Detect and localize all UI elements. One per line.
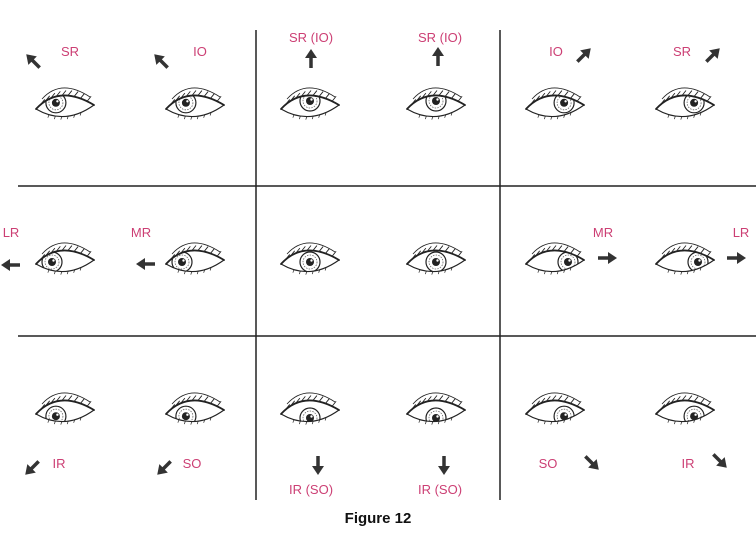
eye-r0c0-0	[35, 87, 95, 120]
gaze-arrow-r1c2-1	[727, 252, 746, 264]
muscle-label: SO	[182, 456, 202, 471]
eye-r1c1-0-iris	[299, 251, 321, 272]
eye-r2c0-1	[165, 392, 225, 425]
eye-r0c2-0	[525, 87, 585, 120]
muscle-label: IO	[549, 44, 563, 59]
eye-r2c2-1-iris	[683, 405, 705, 422]
eye-r1c0-0	[35, 242, 95, 275]
muscle-label: SR	[672, 44, 692, 59]
eye-r2c1-0	[280, 392, 340, 425]
eye-r1c2-0	[525, 242, 585, 275]
muscle-label: LR	[732, 225, 750, 240]
muscle-label: IR	[681, 456, 695, 471]
muscle-label: IR	[52, 456, 66, 471]
eye-r1c2-1	[655, 242, 715, 275]
eye-r0c1-0	[280, 87, 340, 120]
gaze-arrow-r1c0-1	[136, 258, 155, 270]
muscle-label: SR (IO)	[417, 30, 463, 45]
eye-r1c1-1-iris	[425, 251, 447, 272]
eye-r0c2-1	[655, 87, 715, 120]
eye-r1c1-1	[406, 242, 466, 275]
eye-r0c1-1	[406, 87, 466, 120]
gaze-arrow-r0c2-0	[576, 48, 591, 63]
eye-r2c2-0	[525, 392, 585, 425]
eye-r2c0-0-iris	[45, 405, 67, 422]
muscle-label: SR (IO)	[288, 30, 334, 45]
arrows-layer	[1, 47, 746, 475]
muscle-label: SR	[60, 44, 80, 59]
eye-r1c0-1-iris	[171, 251, 193, 272]
grid-lines	[18, 30, 756, 500]
eye-r2c1-1	[406, 392, 466, 425]
gaze-arrow-r0c0-0	[26, 54, 41, 69]
muscle-label: MR	[592, 225, 614, 240]
gaze-arrow-r2c0-0	[25, 460, 40, 475]
muscle-label: IR (SO)	[288, 482, 334, 497]
eyes-layer	[35, 87, 715, 425]
eye-r2c1-0-iris	[299, 407, 321, 422]
gaze-arrow-r1c2-0	[598, 252, 617, 264]
eye-r2c1-1-iris	[425, 407, 447, 422]
gaze-arrow-r0c0-1	[154, 54, 169, 69]
figure-caption: Figure 12	[344, 510, 412, 527]
gaze-arrow-r0c2-1	[705, 48, 720, 63]
eye-r2c2-1	[655, 392, 715, 425]
eye-r1c1-0	[280, 242, 340, 275]
eye-r2c0-1-iris	[175, 405, 197, 422]
muscle-label: IO	[193, 44, 207, 59]
gaze-arrow-r0c1-0	[305, 49, 317, 68]
gaze-arrow-r2c1-1	[438, 456, 450, 475]
eye-r0c0-1	[165, 87, 225, 120]
gaze-arrow-r2c0-1	[157, 460, 172, 475]
muscle-label: SO	[538, 456, 558, 471]
muscle-label: MR	[130, 225, 152, 240]
gaze-arrow-r0c1-1	[432, 47, 444, 66]
gaze-arrow-r2c2-0	[584, 455, 599, 470]
gaze-arrow-r2c2-1	[712, 453, 727, 468]
eye-r2c2-0-iris	[553, 405, 575, 422]
muscle-label: IR (SO)	[417, 482, 463, 497]
eye-r1c0-0-iris	[41, 251, 63, 272]
eye-r2c0-0	[35, 392, 95, 425]
gaze-arrow-r2c1-0	[312, 456, 324, 475]
eye-r1c0-1	[165, 242, 225, 275]
muscle-label: LR	[2, 225, 20, 240]
gaze-arrow-r1c0-0	[1, 259, 20, 271]
